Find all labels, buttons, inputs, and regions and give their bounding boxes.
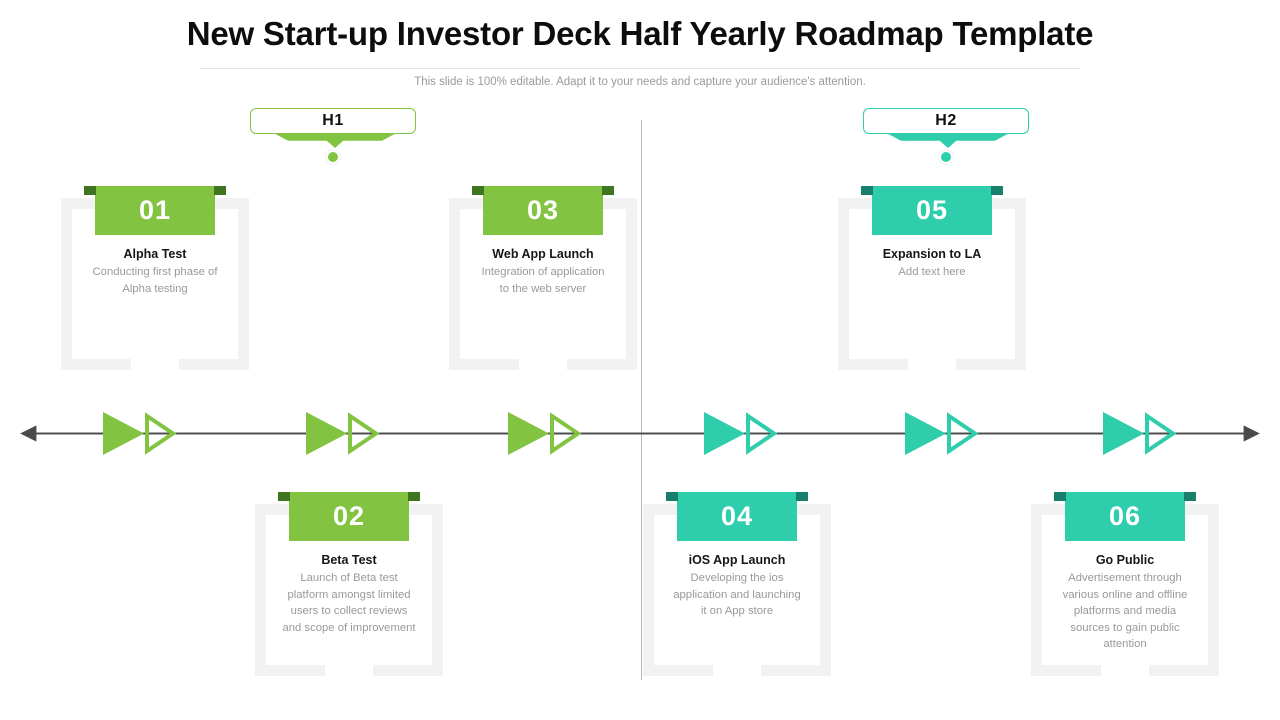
frame-bottom-left: [255, 665, 325, 676]
card-title: Go Public: [1095, 553, 1155, 567]
frame-bottom-left: [643, 665, 713, 676]
card-title: Beta Test: [321, 553, 377, 567]
timeline-svg: [20, 425, 1260, 442]
fold-right-icon: [991, 186, 1003, 195]
card-number: 01: [138, 195, 172, 225]
timeline-marker-03[interactable]: [506, 408, 582, 460]
frame-right: [1208, 504, 1219, 676]
frame-bottom-right: [567, 359, 637, 370]
frame-right: [1015, 198, 1026, 370]
fold-left-icon: [278, 492, 290, 501]
card-description: Integration of application to the web se…: [481, 266, 605, 295]
timeline-marker-06[interactable]: [1101, 408, 1177, 460]
frame-left: [255, 504, 266, 676]
page-title: New Start-up Investor Deck Half Yearly R…: [186, 15, 1094, 52]
fold-left-icon: [472, 186, 484, 195]
card-description: Launch of Beta test platform amongst lim…: [282, 572, 416, 634]
fold-right-icon: [214, 186, 226, 195]
double-arrow-icon: [1103, 412, 1177, 455]
half-year-divider: [641, 120, 642, 680]
half-banner-h1[interactable]: H1: [250, 108, 420, 168]
frame-bottom-right: [761, 665, 831, 676]
frame-bottom-right: [179, 359, 249, 370]
h2-pin-icon: [939, 150, 953, 164]
h2-label: H2: [935, 112, 957, 129]
frame-right: [238, 198, 249, 370]
frame-left: [61, 198, 72, 370]
card-description: Developing the ios application and launc…: [673, 572, 801, 617]
h1-pill: H1: [250, 108, 416, 134]
fold-left-icon: [1054, 492, 1066, 501]
card-title: Web App Launch: [492, 247, 594, 261]
frame-left: [643, 504, 654, 676]
card-number: 04: [720, 501, 754, 531]
frame-left: [1031, 504, 1042, 676]
double-arrow-icon: [306, 412, 380, 455]
card-number: 05: [915, 195, 949, 225]
fold-left-icon: [861, 186, 873, 195]
frame-left: [838, 198, 849, 370]
card-description: Conducting first phase of Alpha testing: [92, 266, 218, 295]
card-number: 03: [526, 195, 560, 225]
h2-pill: H2: [863, 108, 1029, 134]
fold-right-icon: [796, 492, 808, 501]
frame-bottom-right: [956, 359, 1026, 370]
frame-bottom-left: [61, 359, 131, 370]
card-number-badge: 04: [666, 492, 808, 541]
timeline-marker-04[interactable]: [702, 408, 778, 460]
frame-right: [432, 504, 443, 676]
timeline-marker-01[interactable]: [101, 408, 177, 460]
card-number-badge: 01: [84, 186, 226, 235]
card-description: Advertisement through various online and…: [1062, 572, 1188, 650]
frame-right: [626, 198, 637, 370]
frame-bottom-right: [373, 665, 443, 676]
h1-pin-icon: [326, 150, 340, 164]
timeline-marker-02[interactable]: [304, 408, 380, 460]
card-title: Alpha Test: [123, 247, 187, 261]
card-number-badge: 06: [1054, 492, 1196, 541]
fold-right-icon: [408, 492, 420, 501]
frame-bottom-right: [1149, 665, 1219, 676]
double-arrow-icon: [508, 412, 582, 455]
frame-bottom-left: [1031, 665, 1101, 676]
card-number-badge: 02: [278, 492, 420, 541]
timeline-axis: [0, 408, 1280, 460]
card-title: iOS App Launch: [688, 553, 786, 567]
card-number: 02: [332, 501, 366, 531]
frame-bottom-left: [449, 359, 519, 370]
fold-right-icon: [602, 186, 614, 195]
double-arrow-icon: [704, 412, 778, 455]
page-subtitle: This slide is 100% editable. Adapt it to…: [414, 76, 866, 88]
fold-left-icon: [666, 492, 678, 501]
frame-right: [820, 504, 831, 676]
fold-right-icon: [1184, 492, 1196, 501]
card-title: Expansion to LA: [882, 247, 982, 261]
double-arrow-icon: [103, 412, 177, 455]
frame-bottom-left: [838, 359, 908, 370]
timeline-marker-05[interactable]: [903, 408, 979, 460]
card-number: 06: [1108, 501, 1142, 531]
double-arrow-icon: [905, 412, 979, 455]
card-number-badge: 05: [861, 186, 1003, 235]
h1-label: H1: [322, 112, 344, 129]
card-description: Add text here: [898, 266, 966, 278]
title-divider: [200, 68, 1080, 69]
card-number-badge: 03: [472, 186, 614, 235]
half-banner-h2[interactable]: H2: [863, 108, 1033, 168]
frame-left: [449, 198, 460, 370]
fold-left-icon: [84, 186, 96, 195]
